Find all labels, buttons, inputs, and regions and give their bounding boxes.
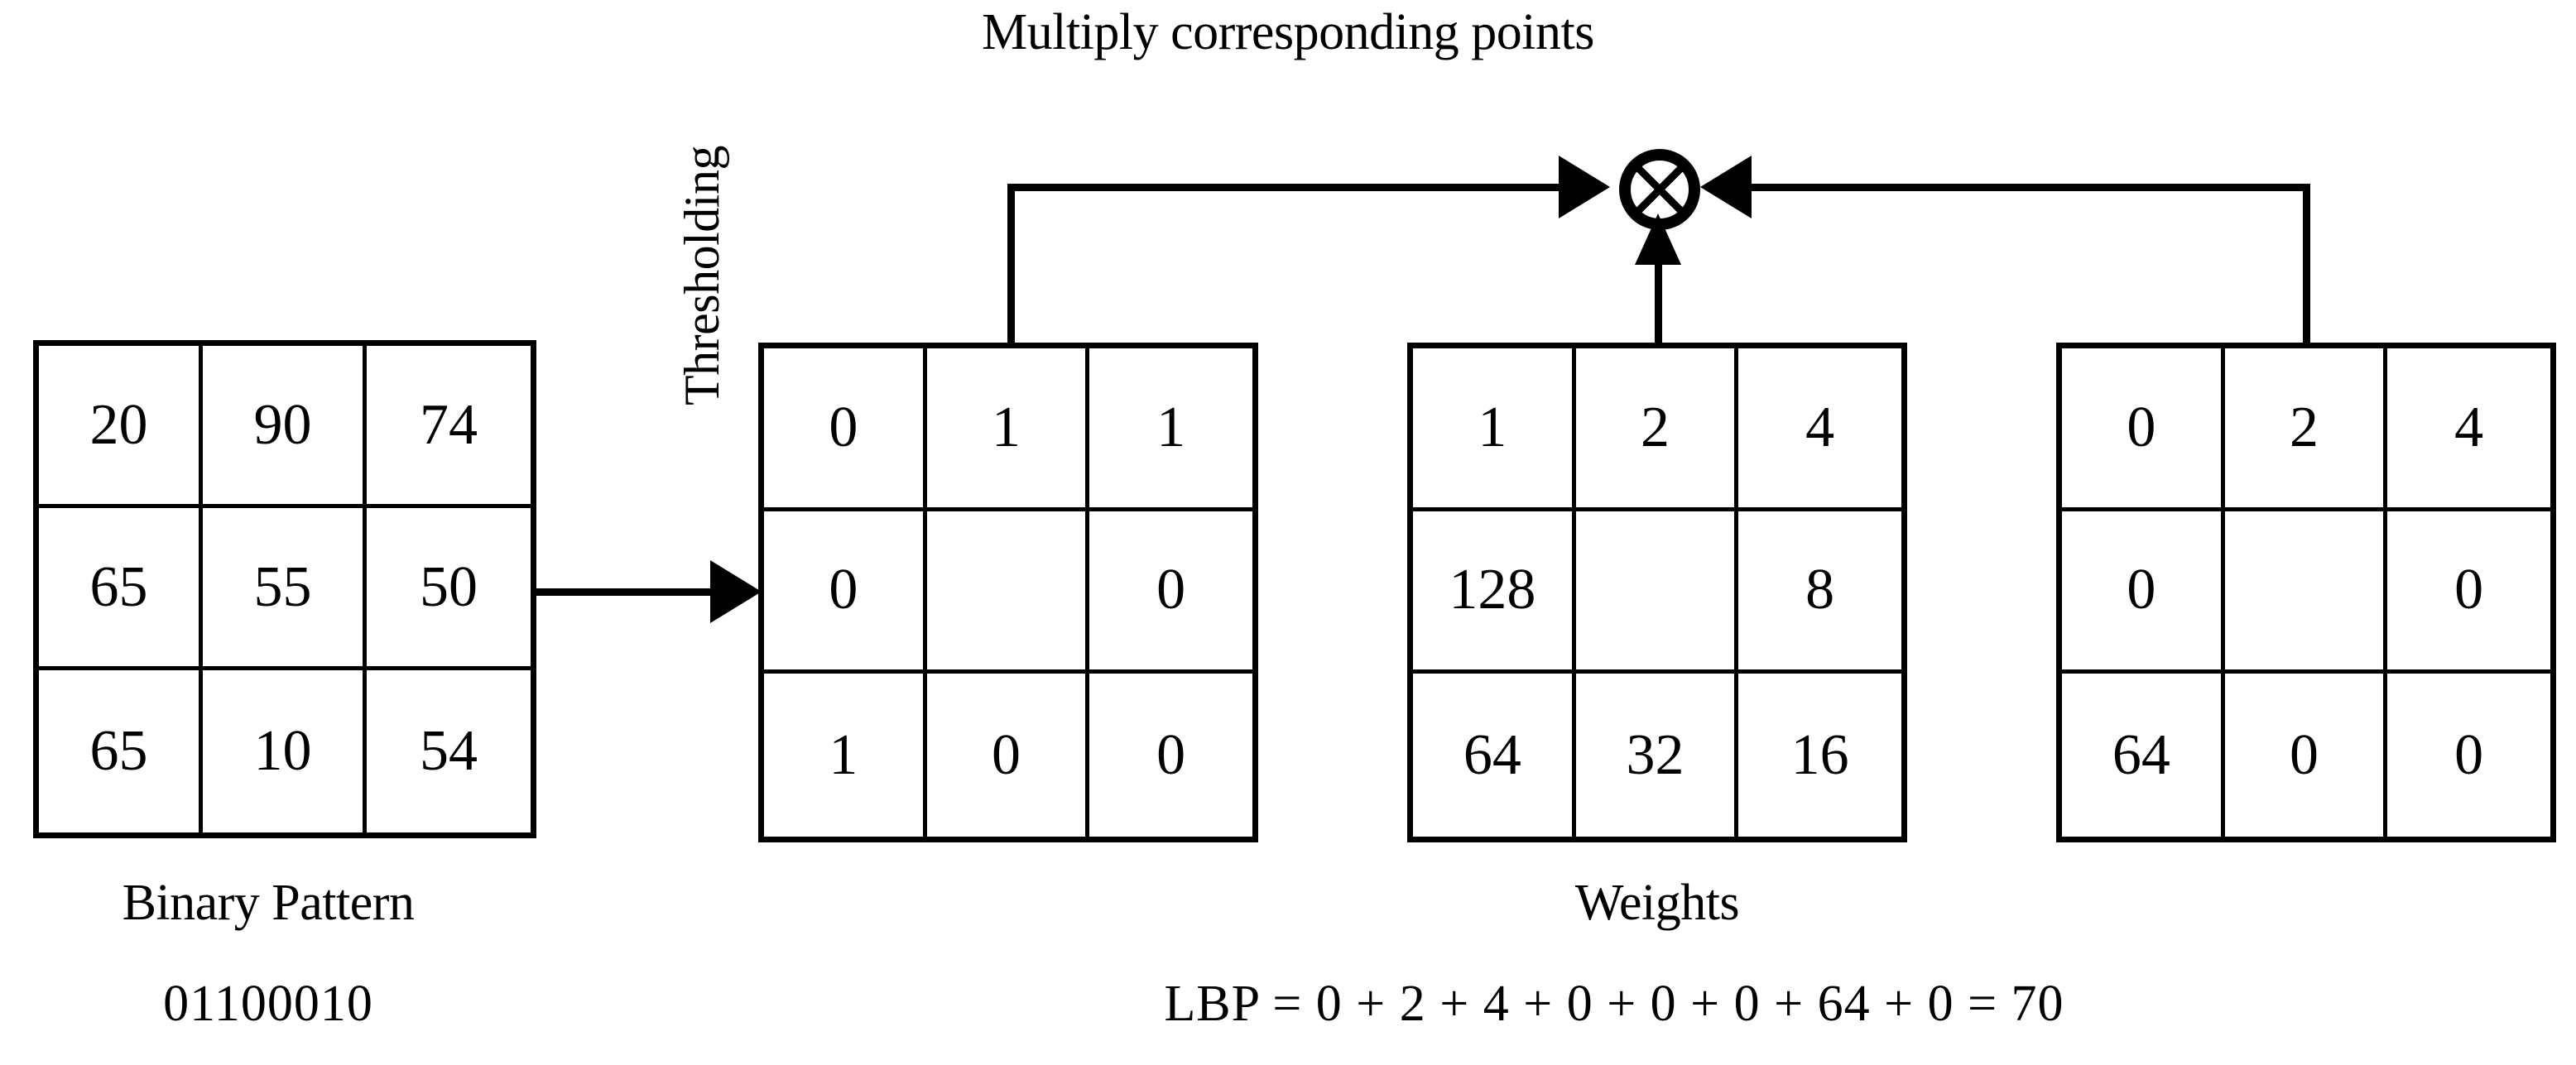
- grid-cell: 10: [203, 670, 367, 832]
- grid-cell: 0: [1156, 722, 1186, 787]
- grid-cell-center: [926, 511, 1090, 674]
- grid-cell: 1: [1413, 348, 1576, 511]
- binary-to-multiply-connector-vertical: [1007, 184, 1015, 346]
- grid-cell: 0: [2062, 511, 2225, 674]
- grid-cell-center: [1575, 511, 1739, 674]
- lbp-equation: LBP = 0 + 2 + 4 + 0 + 0 + 0 + 64 + 0 = 7…: [1164, 976, 2064, 1032]
- binary-pattern-value: 01100010: [163, 976, 373, 1032]
- grid-cell: 54: [420, 719, 478, 783]
- thresholding-arrow-head-icon: [710, 560, 762, 623]
- grid-cell: 0: [2387, 511, 2550, 674]
- pixel-intensity-grid: 20 90 74 65 55 50 65 10 54: [33, 340, 536, 838]
- arrow-head-right-icon: [1559, 156, 1610, 218]
- grid-cell: 74: [367, 346, 531, 508]
- circled-times-icon: [1613, 143, 1706, 236]
- grid-cell: 32: [1576, 674, 1739, 837]
- grid-cell: 0: [2225, 674, 2388, 837]
- grid-cell: 8: [1738, 511, 1901, 674]
- grid-cell: 1: [1089, 348, 1252, 511]
- grid-cell-center: [2224, 511, 2388, 674]
- grid-cell: 65: [39, 670, 203, 832]
- grid-cell: 4: [1738, 348, 1901, 511]
- grid-cell: 2: [1575, 348, 1739, 511]
- grid-cell: 20: [39, 346, 203, 508]
- weighted-result-grid: 0 2 4 0 0 64 0 0: [2056, 343, 2556, 842]
- grid-cell: 4: [2387, 348, 2550, 511]
- grid-cell-center: 55: [203, 508, 367, 670]
- grid-cell: 0: [2062, 348, 2225, 511]
- grid-cell: 0: [764, 511, 927, 674]
- grid-cell: 64: [1413, 674, 1576, 837]
- weights-label: Weights: [1574, 875, 1740, 931]
- grid-cell: 64: [2062, 674, 2225, 837]
- weights-to-multiply-connector-vertical: [1655, 248, 1662, 348]
- grid-cell: 1: [926, 348, 1090, 511]
- arrow-head-left-icon: [1700, 156, 1752, 218]
- grid-cell: 0: [1089, 511, 1252, 674]
- grid-cell: 90: [203, 346, 367, 508]
- grid-cell: 128: [1413, 511, 1576, 674]
- thresholding-label: Thresholding: [675, 146, 729, 405]
- grid-cell: 0: [764, 348, 927, 511]
- grid-cell: 16: [1790, 722, 1849, 787]
- binary-to-multiply-connector-horizontal: [1007, 184, 1570, 191]
- thresholding-arrow-shaft: [536, 588, 717, 596]
- weights-grid: 1 2 4 128 8 64 32 16: [1407, 343, 1907, 842]
- result-to-multiply-connector-horizontal: [1751, 184, 2310, 191]
- binary-pattern-label: Binary Pattern: [122, 875, 415, 931]
- grid-cell: 0: [927, 674, 1090, 837]
- grid-cell: 1: [764, 674, 927, 837]
- grid-cell: 0: [2454, 722, 2484, 787]
- grid-cell: 50: [367, 508, 531, 670]
- page-title: Multiply corresponding points: [982, 4, 1594, 60]
- grid-cell: 2: [2224, 348, 2388, 511]
- result-to-multiply-connector-vertical: [2303, 184, 2310, 346]
- grid-cell: 65: [39, 508, 203, 670]
- binary-pattern-grid: 0 1 1 0 0 1 0 0: [758, 343, 1258, 842]
